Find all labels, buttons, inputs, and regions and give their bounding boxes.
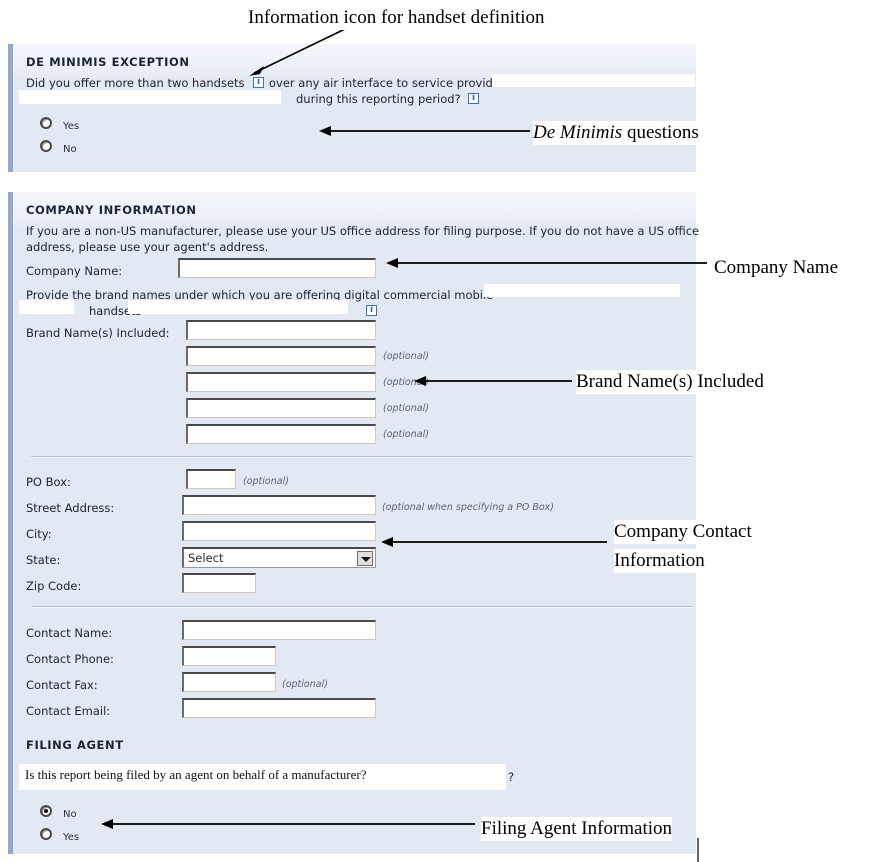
filing-agent-radio-yes[interactable] [40,828,52,840]
panel-sheen [13,44,696,78]
redaction-strip-2 [19,90,281,104]
annotation-de-minimis: De Minimis questions [533,121,699,145]
company-notice-line1: If you are a non-US manufacturer, please… [26,224,700,238]
brand-names-label: Brand Name(s) Included: [26,326,170,340]
brand-name-input-4[interactable] [186,398,376,418]
city-input[interactable] [182,521,376,541]
zip-code-input[interactable] [182,573,256,593]
filing-agent-radio-yes-label[interactable]: Yes [63,832,80,843]
de-minimis-heading: DE MINIMIS EXCEPTION [26,55,190,69]
annotation-brand-names: Brand Name(s) Included [576,370,764,394]
annotation-filing-agent: Filing Agent Information [481,817,673,841]
de-minimis-radio-no-label[interactable]: No [63,144,77,155]
brand-name-optional-3: (optional) [383,377,429,388]
filing-agent-radio-no[interactable] [40,805,52,817]
annotation-arrow-info-icon [249,28,346,76]
contact-fax-optional: (optional) [282,679,328,690]
annotation-arrow-company-contact [381,537,607,547]
contact-name-input[interactable] [182,620,376,640]
brand-name-optional-4: (optional) [383,403,429,414]
company-information-heading: COMPANY INFORMATION [26,203,197,217]
company-name-label: Company Name: [26,264,123,278]
state-label: State: [26,553,61,567]
contact-email-label: Contact Email: [26,704,111,718]
po-box-optional: (optional) [243,476,289,487]
de-minimis-radio-yes[interactable] [40,117,52,129]
annotation-company-contact-line1: Company Contact [614,520,752,544]
contact-fax-input[interactable] [182,672,276,692]
annotation-arrow-filing-agent [101,819,475,829]
brand-name-input-3[interactable] [186,372,376,392]
de-minimis-question-line1: Did you offer more than two handsets [26,76,245,90]
zip-code-label: Zip Code: [26,579,82,593]
info-icon-handset-3[interactable]: i [366,305,377,316]
de-minimis-question-line2: during this reporting period? [296,92,461,106]
chevron-down-icon[interactable] [357,551,373,566]
divider-contact [31,606,693,608]
de-minimis-panel: DE MINIMIS EXCEPTION Did you offer more … [8,44,696,172]
filing-agent-question-fragment: ? [508,770,515,784]
brand-name-input-5[interactable] [186,424,376,444]
info-icon-handset-1[interactable]: i [253,77,264,88]
annotation-arrow-de-minimis [319,126,530,136]
annotation-company-name: Company Name [714,256,839,280]
annotation-arrow-brand-names [414,376,572,386]
redaction-strip-3 [484,284,680,297]
contact-fax-label: Contact Fax: [26,678,98,692]
brand-name-optional-2: (optional) [383,351,429,362]
de-minimis-question-line1-cont: over any air interface to service provid… [269,76,511,90]
street-address-input[interactable] [182,495,376,515]
contact-phone-label: Contact Phone: [26,652,114,666]
contact-email-input[interactable] [182,698,376,718]
po-box-input[interactable] [186,469,236,489]
contact-phone-input[interactable] [182,646,276,666]
company-name-input[interactable] [178,258,376,278]
contact-name-label: Contact Name: [26,626,113,640]
redaction-strip-1 [492,74,695,87]
company-information-panel: COMPANY INFORMATION If you are a non-US … [8,192,700,854]
info-icon-handset-2[interactable]: i [468,93,479,104]
brand-name-optional-5: (optional) [383,429,429,440]
city-label: City: [26,527,52,541]
redaction-strip-5 [128,300,348,314]
redaction-strip-4 [19,300,74,314]
divider-address [31,456,693,458]
annotation-tick-filing-agent [697,838,699,862]
annotation-de-minimis-post: questions [622,122,699,143]
brand-name-input-2[interactable] [186,346,376,366]
company-notice-line2: address, please use your agent's address… [26,240,269,254]
filing-agent-heading: FILING AGENT [26,738,124,752]
de-minimis-radio-no[interactable] [40,140,52,152]
annotation-arrow-company-name [386,258,707,268]
brand-name-input-1[interactable] [186,320,376,340]
state-select-value: Select [188,551,224,565]
filing-agent-radio-no-label[interactable]: No [63,809,77,820]
brand-prompt-line1: Provide the brand names under which you … [26,288,494,302]
annotation-de-minimis-em: De Minimis [533,122,623,143]
po-box-label: PO Box: [26,475,71,489]
state-select[interactable]: Select [182,547,376,568]
de-minimis-radio-yes-label[interactable]: Yes [63,121,80,132]
filing-agent-question-overlay: Is this report being filed by an agent o… [19,764,506,790]
street-address-optional: (optional when specifying a PO Box) [382,502,554,513]
annotation-info-icon: Information icon for handset definition [248,6,545,30]
street-address-label: Street Address: [26,501,115,515]
annotation-company-contact-line2: Information [614,549,705,573]
panel-sheen-2 [13,192,696,226]
